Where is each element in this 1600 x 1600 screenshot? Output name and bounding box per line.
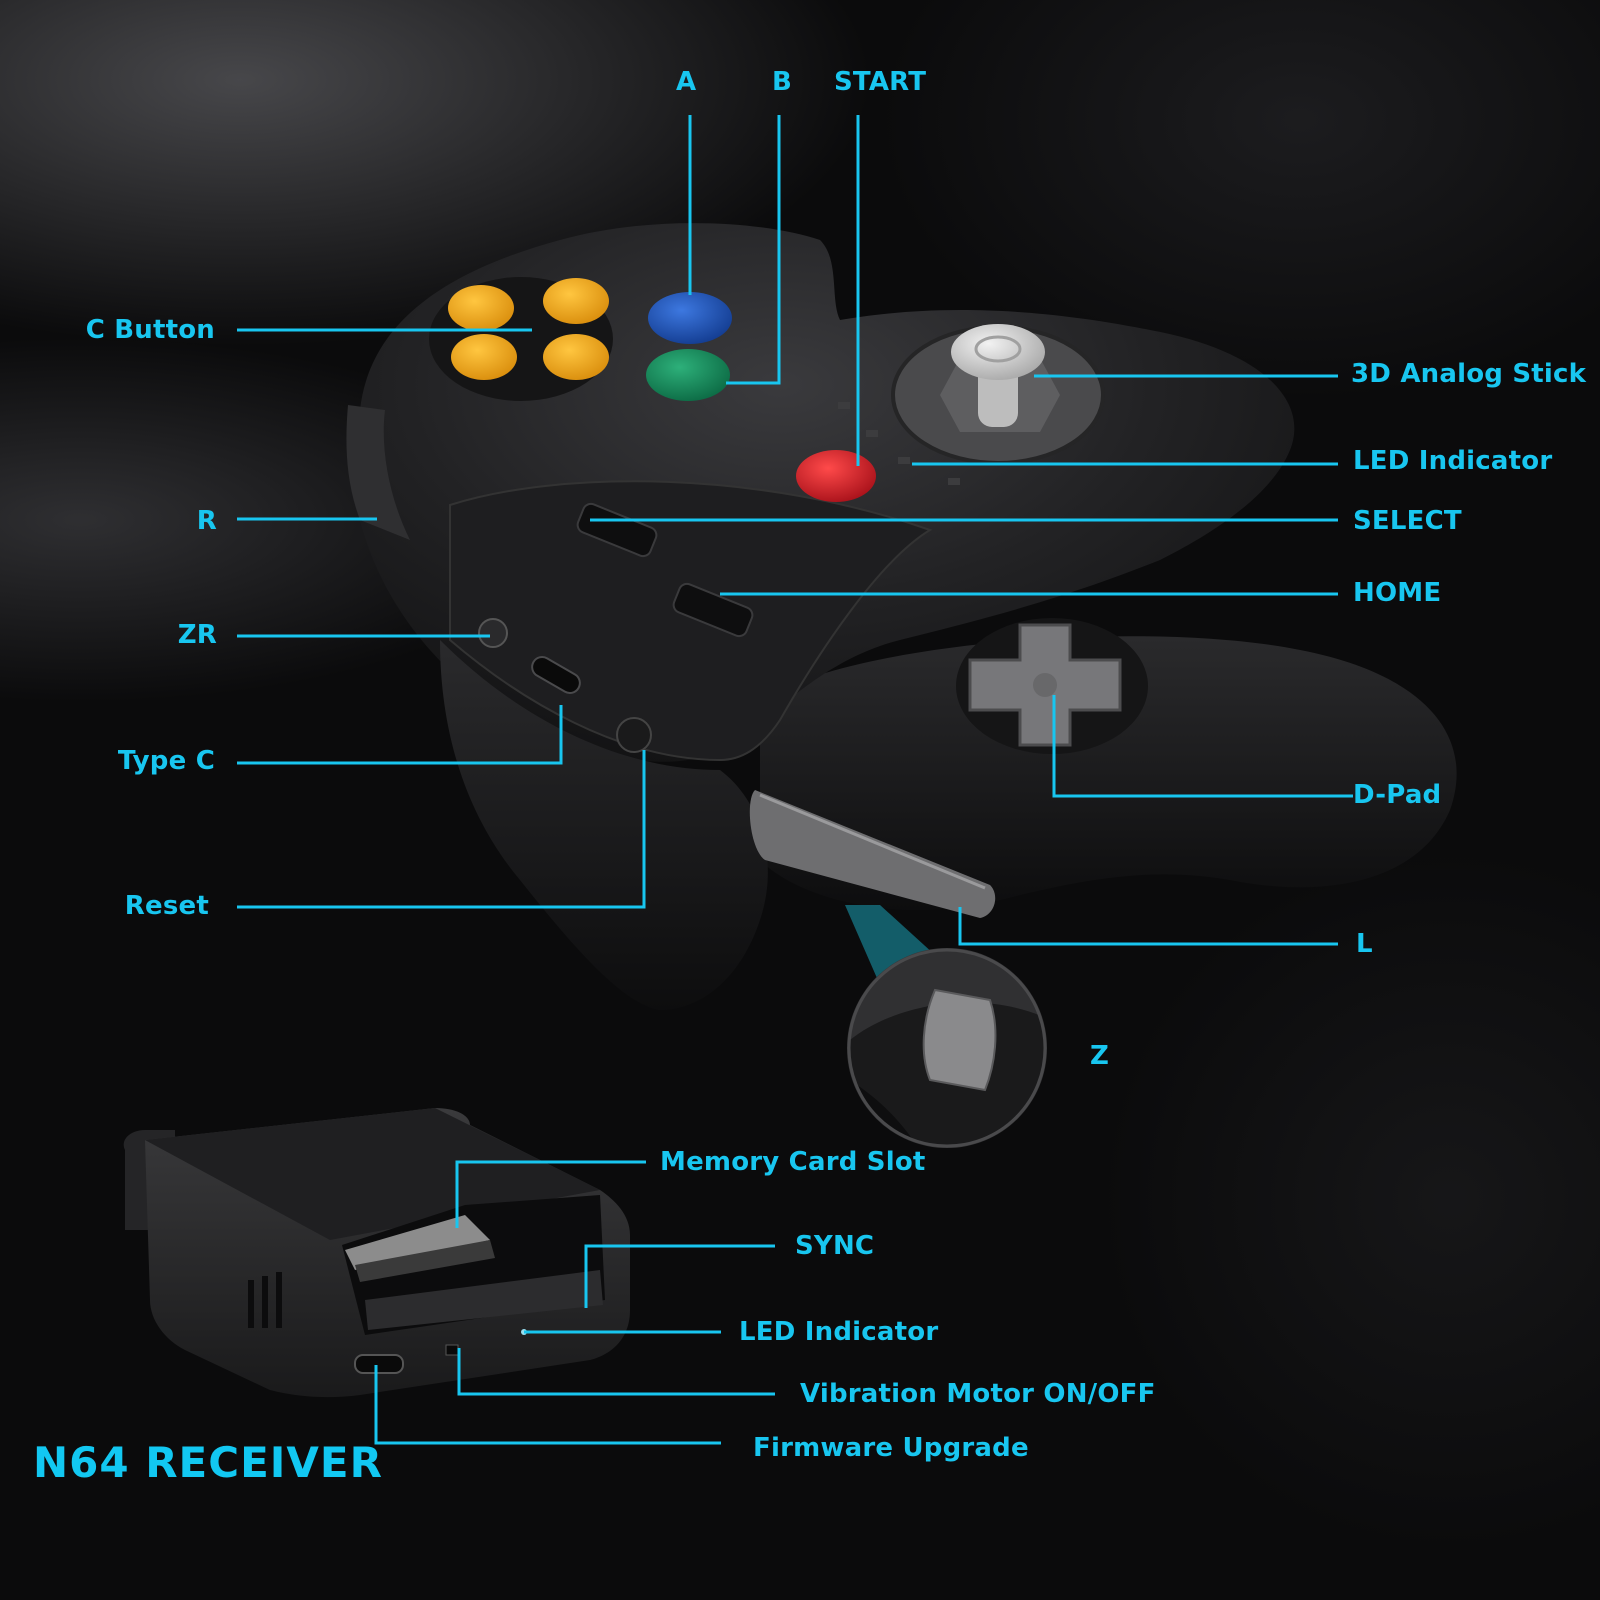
label-r: R: [196, 506, 217, 536]
led-dots: [838, 402, 960, 485]
receiver-illustration: [123, 1108, 630, 1398]
label-vibration-motor: Vibration Motor ON/OFF: [800, 1379, 1156, 1409]
home-button: [672, 582, 754, 638]
analog-stick: [891, 324, 1105, 465]
d-pad: [956, 618, 1148, 754]
label-home: HOME: [1353, 578, 1442, 608]
label-dpad: D-Pad: [1353, 780, 1442, 810]
zr-button: [478, 618, 508, 648]
label-c-button: C Button: [85, 315, 215, 345]
type-c-port: [531, 656, 581, 694]
leader-lines: [237, 115, 1353, 1445]
label-reset: Reset: [124, 891, 209, 921]
z-trigger-closeup: [847, 948, 1047, 1148]
label-a: A: [676, 67, 697, 97]
receiver-title: N64 RECEIVER: [33, 1438, 383, 1487]
c-buttons: [429, 277, 613, 401]
label-start: START: [834, 67, 927, 97]
label-select: SELECT: [1353, 506, 1462, 536]
b-button: [646, 349, 730, 401]
start-button: [796, 450, 876, 502]
label-b: B: [772, 67, 793, 97]
label-z: Z: [1090, 1041, 1110, 1071]
label-type-c: Type C: [117, 746, 215, 776]
label-led-indicator: LED Indicator: [1353, 446, 1553, 476]
reset-button: [616, 717, 652, 753]
label-memory-card-slot: Memory Card Slot: [660, 1147, 926, 1177]
label-firmware-upgrade: Firmware Upgrade: [753, 1433, 1029, 1463]
label-analog-stick: 3D Analog Stick: [1351, 359, 1587, 389]
select-button: [576, 502, 658, 558]
a-button: [648, 292, 732, 344]
label-l: L: [1356, 929, 1373, 959]
label-receiver-led: LED Indicator: [739, 1317, 939, 1347]
label-sync: SYNC: [795, 1231, 875, 1261]
label-zr: ZR: [177, 620, 217, 650]
